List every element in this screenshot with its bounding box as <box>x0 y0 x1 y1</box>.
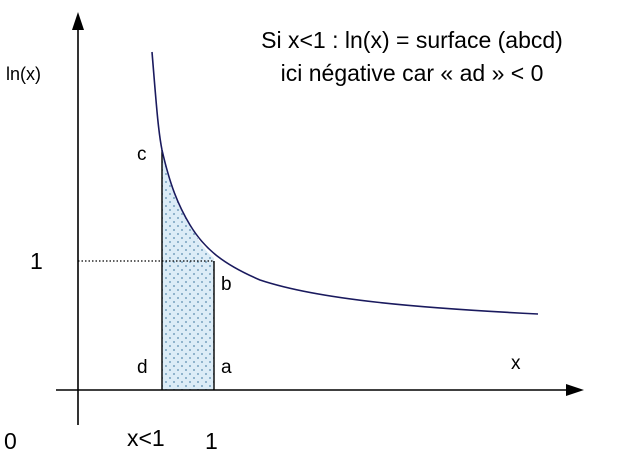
title-line-1: Si x<1 : ln(x) = surface (abcd) <box>261 27 563 53</box>
tick-label-x-small: x<1 <box>127 425 165 451</box>
shaded-area-abcd <box>162 150 214 390</box>
curve-1-over-x <box>151 51 539 315</box>
tick-label-x-one: 1 <box>205 428 218 454</box>
point-label-a: a <box>221 357 232 378</box>
title-line-2: ici négative car « ad » < 0 <box>281 60 544 86</box>
origin-label: 0 <box>4 428 17 454</box>
tick-label-y-one: 1 <box>30 248 43 274</box>
point-label-b: b <box>221 274 232 295</box>
y-axis-label: ln(x) <box>6 64 41 84</box>
x-axis-arrow <box>566 384 584 396</box>
x-axis-label: x <box>511 353 521 374</box>
y-axis-arrow <box>72 12 84 30</box>
point-label-c: c <box>137 144 147 165</box>
point-label-d: d <box>137 357 148 378</box>
